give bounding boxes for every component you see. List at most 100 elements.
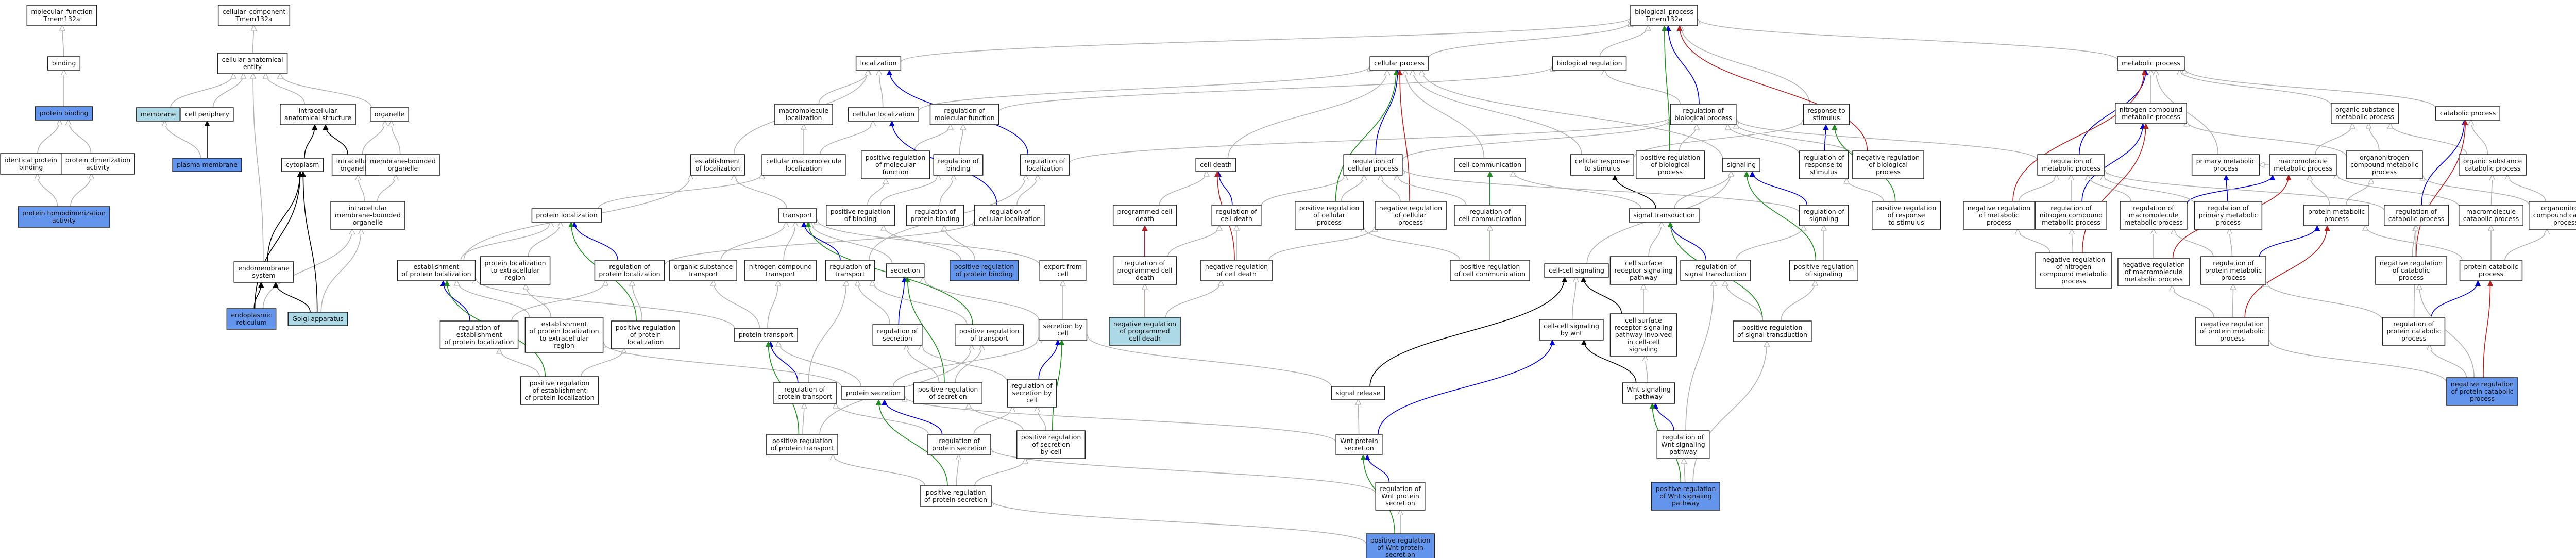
go-term-label: signal transduction [1633, 211, 1695, 219]
go-term-node: plasma membrane [172, 158, 242, 172]
go-term-label-line: by wnt [1561, 329, 1582, 337]
go-term-label-line: positive regulation [959, 327, 1020, 335]
edge-is-a [819, 121, 873, 155]
edge-is-a [991, 500, 1367, 544]
go-term-box [61, 153, 135, 175]
edge-is-a [1165, 281, 1221, 318]
go-term-box [2115, 103, 2187, 124]
edge-negatively-regulates [2415, 119, 2468, 257]
edge-part-of [254, 171, 303, 309]
go-term-label-line: metabolic process [2122, 59, 2180, 67]
edge-is-a [1571, 277, 1576, 320]
edge-is-a [1736, 119, 2038, 161]
edge-is-a [70, 174, 91, 207]
go-term-node: signal release [1331, 386, 1385, 400]
go-term-label-line: nitrogen compound [2040, 211, 2103, 219]
edge-regulates [898, 276, 908, 325]
go-term-box [929, 104, 999, 125]
go-term-label: Golgi apparatus [292, 315, 344, 323]
go-term-box [233, 261, 294, 283]
go-term-box [1680, 260, 1751, 281]
go-term-box [281, 158, 324, 172]
go-term-label-line: localization [628, 338, 664, 346]
edge-part-of [1369, 276, 1568, 387]
edge-is-a [1358, 400, 1359, 435]
go-term-box [1454, 205, 1526, 226]
edge-is-a [974, 459, 1025, 486]
go-term-box [1636, 150, 1705, 179]
edge-is-a [2105, 170, 2385, 211]
go-term-node: Golgi apparatus [287, 312, 348, 326]
go-term-label-line: of protein metabolic [2200, 327, 2265, 335]
go-term-box [1852, 150, 1924, 179]
edge-positively-regulates [875, 399, 948, 486]
edge-is-a [580, 349, 624, 377]
go-term-label-line: regulation of [1352, 157, 1394, 165]
go-term-label: biological regulation [1556, 59, 1622, 67]
go-term-box [766, 434, 838, 455]
go-term-box [778, 208, 817, 223]
go-term-label-line: Wnt protein [1381, 492, 1419, 500]
edge-regulates [2081, 123, 2146, 202]
edge-part-of [304, 124, 318, 159]
edge-is-a [511, 281, 605, 322]
edge-is-a [262, 229, 352, 309]
go-term-label-line: regulation of [829, 263, 871, 270]
edge-negatively-regulates [1397, 69, 1410, 202]
edge-is-a [1728, 125, 1800, 155]
go-term-label-line: regulation of [784, 385, 825, 393]
go-term-box [2117, 258, 2190, 286]
edge-is-a [2103, 175, 2195, 205]
go-term-label-line: cell death [1200, 161, 1232, 168]
go-term-label-line: process [2061, 277, 2086, 285]
go-term-box [287, 312, 348, 326]
go-term-label-line: compound metabolic [2350, 161, 2418, 168]
go-term-box [217, 53, 288, 74]
edge-is-a [720, 222, 786, 261]
go-term-box [826, 205, 895, 226]
go-term-label-line: transport [766, 270, 795, 278]
edge-is-a [783, 222, 795, 261]
go-term-box [172, 158, 242, 172]
go-term-label-line: of protein catabolic [2451, 387, 2514, 395]
edge-is-a [1397, 175, 1467, 206]
edge-is-a [836, 403, 929, 435]
go-term-label-line: by cell [1041, 448, 1062, 455]
go-term-label-line: metabolic process [2124, 275, 2183, 283]
edge-regulates [801, 221, 841, 261]
go-term-node: cell periphery [180, 107, 234, 122]
go-term-label-line: plasma membrane [177, 161, 238, 168]
edge-is-a [905, 396, 1336, 443]
go-term-label-line: Tmem132a [235, 15, 272, 23]
go-term-label-line: protein secretion [932, 444, 987, 452]
edge-negatively-regulates [2012, 69, 2147, 202]
go-term-box [226, 308, 277, 330]
